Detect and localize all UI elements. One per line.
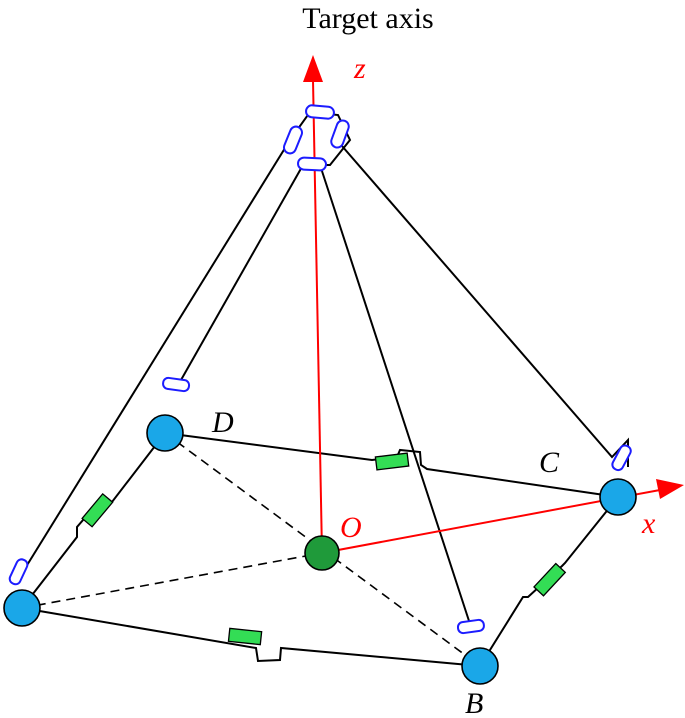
label-O: O (340, 511, 362, 544)
z-axis-label: z (353, 52, 366, 85)
label-C: C (539, 446, 560, 479)
roller-top-1 (305, 104, 335, 120)
node-C (599, 478, 637, 516)
roller-leg-C (611, 444, 632, 472)
z-axis-line (312, 79, 323, 554)
base-square (21, 432, 619, 667)
actuator-B-left (227, 627, 263, 646)
roller-top-2 (330, 119, 350, 149)
z-axis-arrowhead (303, 55, 323, 82)
leg-C (341, 145, 629, 467)
rollers (8, 104, 632, 635)
actuator-left-D (81, 492, 114, 528)
label-D: D (211, 406, 234, 439)
node-B (461, 647, 499, 685)
roller-top-4 (283, 125, 303, 155)
roller-top-3 (297, 156, 327, 172)
point-labels: D C B O (211, 406, 560, 718)
diagonal-left-O (21, 552, 323, 609)
diagram-title: Target axis (302, 2, 433, 35)
base-actuators (81, 452, 567, 646)
corner-nodes (3, 414, 637, 685)
leg-B (319, 164, 471, 625)
node-origin (304, 535, 340, 571)
x-axis-label: x (641, 507, 656, 540)
leg-left-outer (15, 139, 291, 584)
edge-B-left (21, 607, 481, 667)
roller-leg-left-outer (8, 558, 29, 586)
actuator-D-C (374, 452, 410, 471)
leg-left-inner (180, 164, 304, 381)
label-B: B (465, 687, 483, 718)
actuator-C-B (533, 562, 567, 597)
node-left (3, 589, 41, 627)
x-axis-arrowhead (656, 479, 684, 499)
roller-leg-left-inner (162, 376, 191, 393)
node-D (146, 414, 184, 452)
roller-leg-B (456, 618, 485, 635)
